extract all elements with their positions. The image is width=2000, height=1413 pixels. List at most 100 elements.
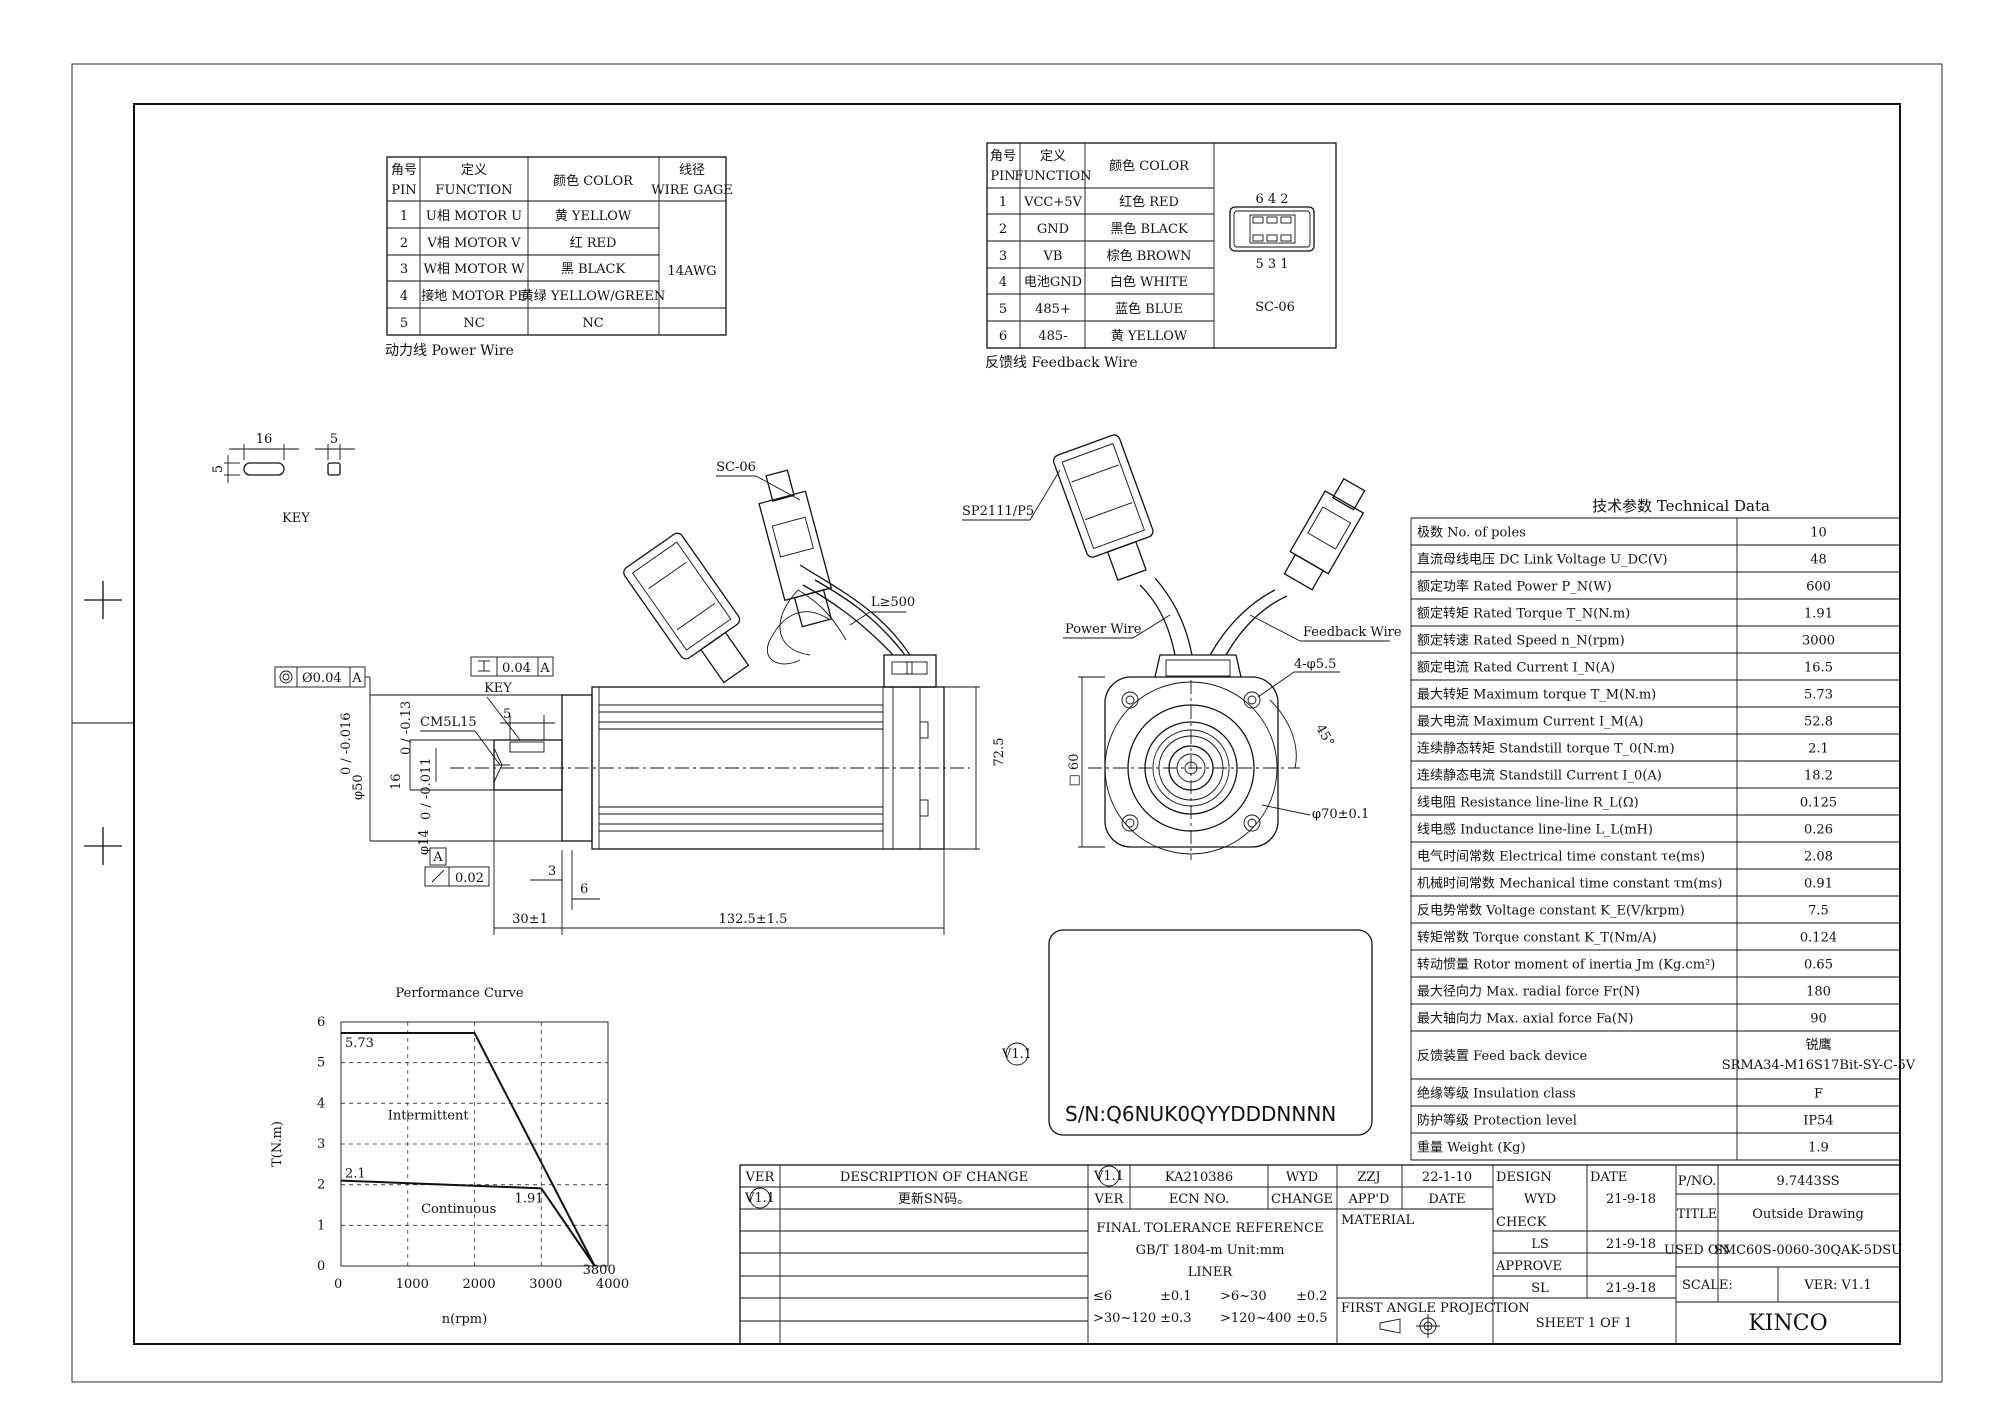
tech-data-title: 技术参数 Technical Data bbox=[1592, 497, 1770, 515]
svg-text:21-9-18: 21-9-18 bbox=[1606, 1281, 1656, 1296]
tech-param-value: 1.9 bbox=[1808, 1141, 1829, 1156]
thread-label: CM5L15 bbox=[420, 715, 477, 730]
svg-text:CHECK: CHECK bbox=[1496, 1215, 1547, 1230]
svg-text:TITLE: TITLE bbox=[1677, 1207, 1718, 1222]
tech-param-label: 机械时间常数 Mechanical time constant τm(ms) bbox=[1417, 877, 1722, 892]
tech-param-value: 90 bbox=[1810, 1012, 1827, 1027]
svg-text:5: 5 bbox=[503, 707, 511, 722]
tech-param-value: 2.08 bbox=[1804, 850, 1833, 865]
y-axis-label: T(N.m) bbox=[270, 1121, 285, 1167]
fb-function: 485+ bbox=[1035, 302, 1071, 317]
drawing-title: Outside Drawing bbox=[1752, 1207, 1864, 1222]
power-pin: 5 bbox=[400, 316, 408, 331]
crosshair-marks bbox=[84, 581, 122, 865]
y-tick-label: 3 bbox=[317, 1137, 325, 1152]
tech-param-value: F bbox=[1814, 1087, 1823, 1102]
svg-text:A: A bbox=[351, 671, 362, 686]
svg-text:A: A bbox=[539, 661, 550, 676]
tech-param-value: 1.91 bbox=[1804, 607, 1833, 622]
tech-param-value: 52.8 bbox=[1804, 715, 1833, 730]
svg-text:VER: VER bbox=[745, 1170, 776, 1185]
svg-text:0.04: 0.04 bbox=[502, 661, 531, 676]
fb-header-pin: PIN bbox=[990, 169, 1015, 184]
svg-text:22-1-10: 22-1-10 bbox=[1422, 1170, 1472, 1185]
tech-param-value: 3000 bbox=[1802, 634, 1835, 649]
annotation-rated: 1.91 bbox=[515, 1191, 544, 1206]
fb-function: GND bbox=[1037, 222, 1069, 237]
svg-text:SL: SL bbox=[1531, 1281, 1549, 1296]
tech-param-label: 最大径向力 Max. radial force Fr(N) bbox=[1417, 984, 1640, 1000]
motor-side-view: SC-06 L≥500 Ø0.04 A 0.04 A KEY 5 CM bbox=[274, 460, 1007, 935]
x-tick-label: 4000 bbox=[596, 1277, 629, 1292]
pcd-label: φ70±0.1 bbox=[1312, 807, 1369, 822]
svg-text:V1.1: V1.1 bbox=[744, 1191, 775, 1206]
cable-length-label: L≥500 bbox=[871, 595, 915, 610]
svg-text:DESCRIPTION OF CHANGE: DESCRIPTION OF CHANGE bbox=[840, 1170, 1028, 1185]
holes-label: 4-φ5.5 bbox=[1294, 657, 1336, 672]
svg-text:ECN NO.: ECN NO. bbox=[1169, 1192, 1229, 1207]
svg-text:A: A bbox=[432, 850, 443, 865]
fb-header-func: FUNCTION bbox=[1014, 169, 1091, 184]
tech-param-label: 线电阻 Resistance line-line R_L(Ω) bbox=[1417, 796, 1639, 811]
tech-param-label: 重量 Weight (Kg) bbox=[1417, 1140, 1526, 1156]
svg-text:VER: V1.1: VER: V1.1 bbox=[1803, 1278, 1871, 1293]
annotation-intermittent: Intermittent bbox=[388, 1109, 470, 1124]
fb-color: 黑色 BLACK bbox=[1110, 221, 1188, 237]
power-pin: 1 bbox=[400, 209, 408, 224]
tech-param-label: 反馈装置 Feed back device bbox=[1417, 1049, 1587, 1064]
dia16-label: 16 bbox=[389, 773, 404, 790]
svg-text:0 / -0.011: 0 / -0.011 bbox=[419, 757, 434, 820]
svg-text:USED ON: USED ON bbox=[1664, 1243, 1730, 1258]
fb-pin: 2 bbox=[999, 222, 1007, 237]
tech-param-value: 16.5 bbox=[1804, 661, 1833, 676]
svg-text:0 / -0.13: 0 / -0.13 bbox=[399, 701, 414, 755]
svg-text:P/NO.: P/NO. bbox=[1678, 1174, 1717, 1189]
fb-pin: 6 bbox=[999, 329, 1007, 344]
power-color: 黑 BLACK bbox=[561, 262, 626, 277]
dim-30: 30±1 bbox=[512, 912, 548, 927]
key-width-end: 5 bbox=[330, 432, 338, 447]
tech-param-value: 0.26 bbox=[1804, 823, 1833, 838]
tech-param-label: 电气时间常数 Electrical time constant τe(ms) bbox=[1417, 849, 1705, 865]
tech-param-value: 0.125 bbox=[1800, 796, 1837, 811]
svg-text:SCALE:: SCALE: bbox=[1682, 1278, 1733, 1293]
y-tick-label: 6 bbox=[317, 1015, 325, 1030]
key-length: 16 bbox=[256, 432, 273, 447]
power-function: W相 MOTOR W bbox=[423, 262, 525, 277]
power-pin: 3 bbox=[400, 262, 408, 277]
svg-text:0 / -0.016: 0 / -0.016 bbox=[339, 712, 354, 775]
part-number: 9.7443SS bbox=[1776, 1174, 1839, 1189]
svg-text:更新SN码。: 更新SN码。 bbox=[898, 1191, 970, 1207]
tech-param-label: 直流母线电压 DC Link Voltage U_DC(V) bbox=[1417, 553, 1667, 568]
tech-param-value: 7.5 bbox=[1808, 904, 1829, 919]
front-feedback-wire-label: Feedback Wire bbox=[1303, 625, 1402, 640]
svg-text:>30~120: >30~120 bbox=[1093, 1311, 1156, 1326]
svg-text:≤6: ≤6 bbox=[1093, 1289, 1112, 1304]
svg-text:21-9-18: 21-9-18 bbox=[1606, 1192, 1656, 1207]
svg-text:WYD: WYD bbox=[1524, 1192, 1556, 1207]
power-wire-table: 角号 PIN 定义 FUNCTION 颜色 COLOR 线径 WIRE GAGE… bbox=[385, 156, 733, 359]
fb-function: VCC+5V bbox=[1023, 195, 1082, 210]
fb-function: VB bbox=[1043, 249, 1063, 264]
tech-param-label: 反电势常数 Voltage constant K_E(V/krpm) bbox=[1417, 903, 1685, 919]
connector-name: SC-06 bbox=[1255, 300, 1295, 315]
power-header-pin-cn: 角号 bbox=[391, 163, 417, 178]
company-name: KINCO bbox=[1748, 1311, 1827, 1336]
tech-param-label: 最大轴向力 Max. axial force Fa(N) bbox=[1417, 1011, 1633, 1027]
tech-param-value: 锐鹰 bbox=[1805, 1037, 1831, 1053]
svg-text:KA210386: KA210386 bbox=[1165, 1170, 1233, 1185]
sp2111-label: SP2111/P5 bbox=[962, 504, 1034, 519]
svg-text:6: 6 bbox=[580, 882, 588, 897]
power-pin: 4 bbox=[400, 289, 408, 304]
title-block: VER DESCRIPTION OF CHANGE V1.1 KA210386 … bbox=[739, 1164, 1902, 1345]
tech-param-label: 额定电流 Rated Current I_N(A) bbox=[1417, 661, 1615, 676]
tech-param-value: 0.124 bbox=[1800, 931, 1837, 946]
power-header-func: FUNCTION bbox=[435, 183, 512, 198]
tech-param-value: 5.73 bbox=[1804, 688, 1833, 703]
plot-area bbox=[340, 1021, 609, 1267]
svg-text:DATE: DATE bbox=[1590, 1170, 1627, 1185]
